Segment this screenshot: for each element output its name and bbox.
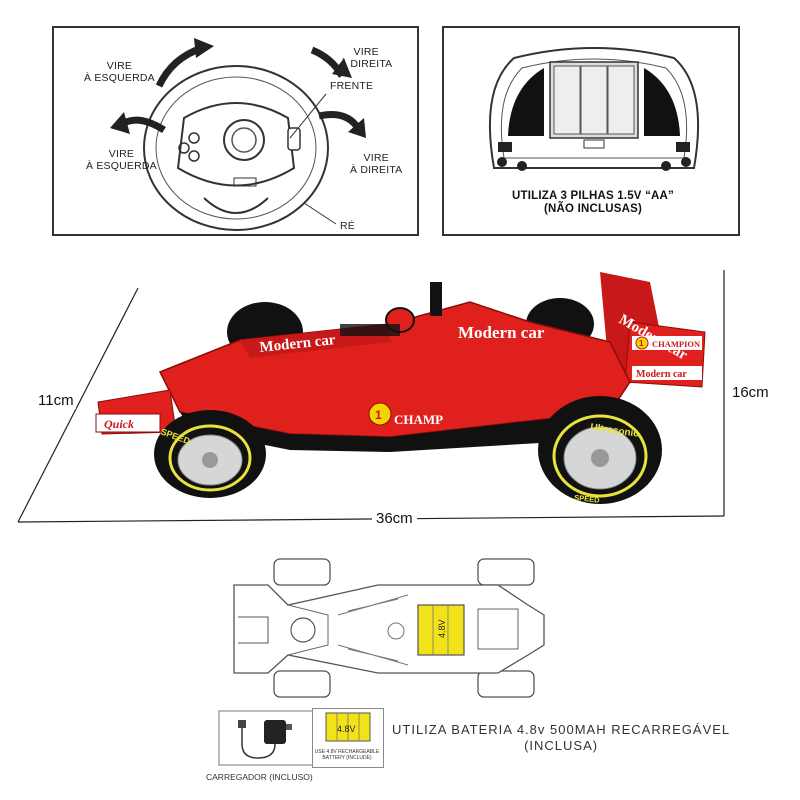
car-dimensions-diagram <box>17 270 725 523</box>
battery-pack-label: 4.8V <box>337 724 356 734</box>
turn-right-arrow-icon <box>318 111 366 138</box>
wing-modern-car-text: Modern car <box>636 369 687 380</box>
steering-wheel-illustration <box>110 38 366 231</box>
charger-illustration <box>218 710 316 766</box>
car-body: Modern car Modern car 1 CHAMP Quick <box>95 282 631 452</box>
rear-wheel: Ultrasonic SPEED <box>538 396 662 505</box>
rear-wing: Modern car CHAMPION 1 Modern car <box>600 272 706 388</box>
forward-label: FRENTE <box>330 80 374 92</box>
charger-caption: CARREGADOR (INCLUSO) <box>206 772 313 782</box>
rechargeable-battery-caption: UTILIZA BATERIA 4.8v 500MAH RECARREGÁVEL… <box>392 722 731 753</box>
chassis-diagram: 4.8V <box>233 558 545 698</box>
front-wheel: SPEED <box>154 410 266 498</box>
rear-tire-bottom-text: SPEED <box>574 493 601 505</box>
chassis-battery-label: 4.8V <box>437 619 447 638</box>
front-wing-text: Quick <box>104 417 134 431</box>
controller-underside-illustration <box>489 47 699 171</box>
wing-number-text: 1 <box>639 339 644 348</box>
rotate-right-arrow-icon <box>310 46 352 78</box>
side-brand-text: Modern car <box>259 332 337 356</box>
length-dimension-line <box>17 515 725 523</box>
chassis-battery-pack <box>417 604 465 656</box>
rotate-left-arrow-icon <box>155 38 214 88</box>
width-label: 11cm <box>36 392 76 409</box>
side-number-text: 1 <box>375 408 382 422</box>
turn-left-arrow-icon <box>110 112 166 134</box>
battery-compartment-panel: UTILIZA 3 PILHAS 1.5V “AA” (NÃO INCLUSAS… <box>442 26 740 236</box>
rc-car-image: Modern car CHAMPION 1 Modern car Modern … <box>95 272 706 505</box>
battery-pack-illustration: 4.8V <box>325 712 371 742</box>
aa-battery-caption: UTILIZA 3 PILHAS 1.5V “AA” (NÃO INCLUSAS… <box>512 190 674 215</box>
reverse-label: RÉ <box>340 220 355 232</box>
main-brand-text: Modern car <box>458 323 545 342</box>
side-champion-text: CHAMP <box>394 412 443 427</box>
wing-champion-text: CHAMPION <box>652 339 701 349</box>
length-label: 36cm <box>372 510 417 527</box>
width-dimension-line <box>17 287 139 523</box>
height-label: 16cm <box>732 384 769 401</box>
